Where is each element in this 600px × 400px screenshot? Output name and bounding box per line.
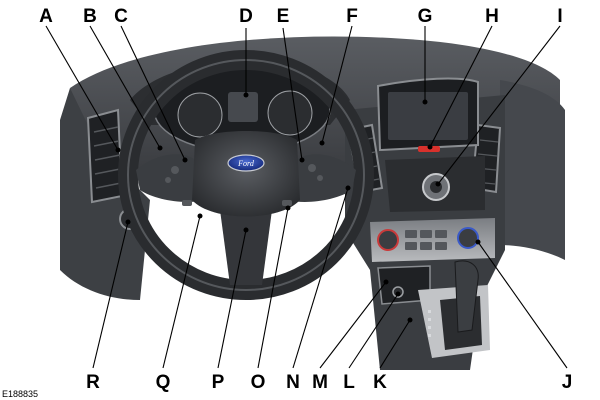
- leader-p: [217, 229, 247, 369]
- left-vent-slats: [93, 126, 122, 189]
- leader-l: [348, 293, 399, 369]
- lower-spoke: [220, 210, 272, 285]
- info-display-screen: [388, 92, 468, 140]
- callout-p: P: [212, 372, 225, 393]
- leader-f: [321, 25, 353, 144]
- callout-h: H: [485, 6, 499, 27]
- leader-lines-bottom: [92, 185, 568, 369]
- gear-lever: [454, 260, 479, 333]
- callout-i: I: [557, 6, 562, 27]
- ford-badge-text: Ford: [237, 159, 255, 168]
- climate-buttons: [405, 230, 447, 250]
- leader-e: [282, 27, 303, 161]
- leader-n: [292, 187, 349, 369]
- leader-q: [162, 215, 201, 369]
- callout-q: Q: [156, 372, 171, 393]
- ford-badge: [227, 154, 265, 172]
- figure-id: E188835: [2, 389, 38, 399]
- callout-f: F: [346, 6, 358, 27]
- callout-g: G: [418, 6, 433, 27]
- leader-r: [92, 221, 129, 369]
- cluster-center-display: [228, 92, 258, 122]
- tachometer: [177, 92, 223, 138]
- callout-k: K: [373, 372, 387, 393]
- callout-o: O: [251, 372, 266, 393]
- right-spoke-switches: [282, 164, 323, 206]
- callout-r: R: [86, 372, 100, 393]
- dash-right-panel: [500, 80, 565, 260]
- callout-b: B: [83, 6, 97, 27]
- left-spoke: [136, 154, 205, 202]
- gear-indicator: [428, 310, 431, 337]
- left-spoke-switches: [165, 166, 192, 206]
- leader-i: [437, 25, 561, 185]
- speedometer: [267, 90, 313, 136]
- steering-hub: [192, 131, 300, 217]
- leader-j: [477, 241, 568, 369]
- climate-right-knob: [457, 227, 479, 249]
- callout-n: N: [286, 372, 300, 393]
- climate-left-knob: [377, 229, 399, 251]
- leader-h: [429, 25, 493, 148]
- leader-m: [319, 281, 387, 369]
- callout-d: D: [239, 6, 253, 27]
- callout-c: C: [114, 6, 128, 27]
- leader-lines-top: [45, 25, 561, 187]
- leader-c: [120, 25, 186, 161]
- leader-k: [379, 319, 411, 369]
- callouts-top: A B C D E F G H I: [39, 6, 563, 27]
- callouts-bottom: R Q P O N M L K J: [86, 372, 572, 393]
- leader-o: [257, 207, 289, 369]
- callout-l: L: [343, 372, 355, 393]
- callout-e: E: [277, 6, 290, 27]
- callout-m: M: [312, 372, 328, 393]
- callout-a: A: [39, 6, 53, 27]
- leader-a: [45, 25, 119, 151]
- callout-j: J: [562, 372, 573, 393]
- leader-b: [89, 25, 161, 149]
